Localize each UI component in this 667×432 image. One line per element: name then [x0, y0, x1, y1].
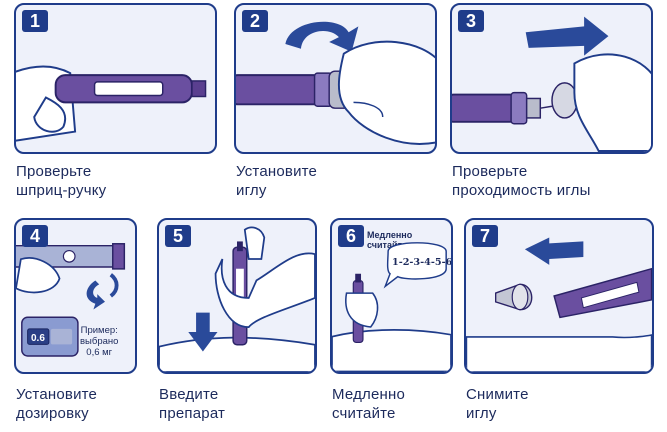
- step-3-caption: Проверьте проходимость иглы: [452, 163, 591, 199]
- step-1-number: 1: [22, 10, 48, 32]
- step-5-panel: 5: [157, 218, 317, 374]
- inject-illustration: [159, 226, 315, 372]
- step-6-caption: Медленно считайте: [332, 386, 406, 422]
- check-needle-illustration: [452, 16, 651, 152]
- attach-needle-illustration: [236, 21, 435, 145]
- dose-display: 0.6: [31, 333, 45, 344]
- step-4-caption: Установите дозировку: [16, 386, 98, 422]
- step-7-caption: Снимите иглу: [466, 386, 529, 422]
- step-6-number: 6: [338, 225, 364, 247]
- step-2-caption: Установите иглу: [236, 163, 318, 199]
- step-3-panel: 3: [450, 3, 653, 154]
- step-6-panel: 6 Медленно считайте: 1-2-3-4-5-6: [330, 218, 453, 374]
- remove-needle-illustration: [466, 237, 652, 372]
- dose-example-note: Пример: выбрано 0,6 мг: [80, 325, 119, 358]
- step-2-number: 2: [242, 10, 268, 32]
- step-7-panel: 7: [464, 218, 654, 374]
- step-4-number: 4: [22, 225, 48, 247]
- step-7-number: 7: [472, 225, 498, 247]
- count-label: Медленно считайте:: [367, 230, 413, 250]
- step-1-panel: 1: [14, 3, 217, 154]
- count-sequence: 1-2-3-4-5-6: [392, 257, 451, 268]
- step-5-caption: Введите препарат: [159, 386, 226, 422]
- step-2-panel: 2: [234, 3, 437, 154]
- pen-check-illustration: [16, 65, 207, 142]
- step-5-number: 5: [165, 225, 191, 247]
- step-4-panel: 4 0.6 Пример: выбрано 0,6 мг: [14, 218, 137, 374]
- step-3-number: 3: [458, 10, 484, 32]
- step-1-caption: Проверьте шприц-ручку: [16, 163, 107, 199]
- slow-count-illustration: 1-2-3-4-5-6: [332, 242, 451, 372]
- set-dose-illustration: [16, 243, 126, 357]
